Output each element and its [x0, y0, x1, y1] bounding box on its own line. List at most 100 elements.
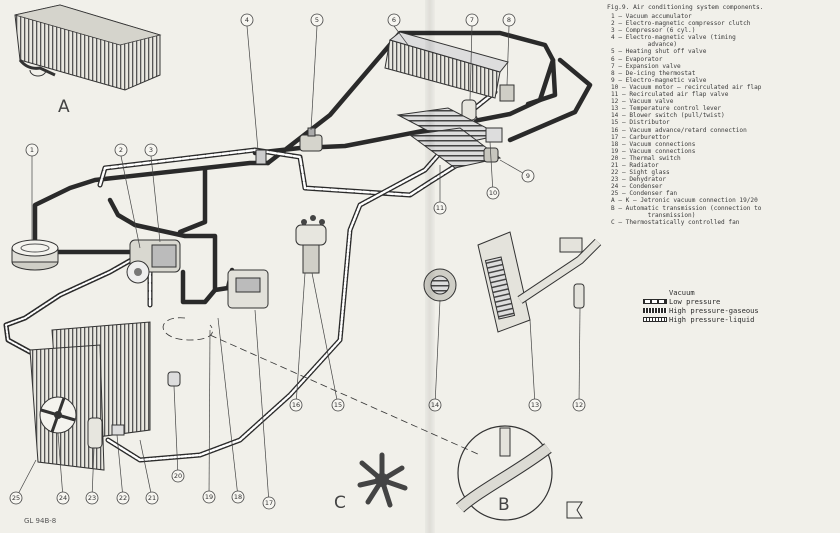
- line-label: Low pressure: [669, 297, 721, 306]
- component-item: 15 – Distributor: [611, 119, 670, 127]
- component-item: C – Thermostatically controlled fan: [611, 218, 740, 226]
- line-label: High pressure-liquid: [669, 315, 755, 324]
- component-item: 19 – Vacuum connections: [611, 147, 696, 155]
- callout-numbers: 1 2 3 4 5 6 7 8 9 10 11 12 13 14 15 16 1…: [12, 16, 583, 507]
- inset-b-transmission: [455, 425, 553, 521]
- dehydrator: [87, 417, 103, 449]
- callout-label-25: 25: [12, 494, 20, 502]
- callout-label-16: 16: [292, 401, 300, 409]
- callouts: [9, 13, 586, 510]
- inset-letter-a: A: [58, 97, 70, 117]
- callout-10: [486, 186, 500, 200]
- distributor: [295, 215, 327, 274]
- callout-12: [572, 398, 586, 412]
- callout-label-1: 1: [30, 146, 34, 154]
- callout-21: [145, 491, 159, 505]
- callout-label-15: 15: [334, 401, 342, 409]
- callout-label-8: 8: [507, 16, 511, 24]
- component-item: 5 – Heating shut off valve: [611, 48, 707, 56]
- component-item: 21 – Radiator: [611, 161, 659, 169]
- callout-label-2: 2: [119, 146, 123, 154]
- de-icing-thermostat: [499, 84, 515, 102]
- callout-label-4: 4: [245, 16, 249, 24]
- callout-17: [262, 496, 276, 510]
- recirculated-air-flap-valve: [396, 107, 502, 169]
- carburettor: [227, 269, 269, 309]
- component-item: 2 – Electro-magnetic compressor clutch: [611, 20, 751, 28]
- component-item: transmission): [611, 211, 696, 219]
- callout-label-6: 6: [392, 16, 396, 24]
- thermal-switch: [167, 371, 181, 387]
- component-item: 1 – Vacuum accumulator: [611, 13, 692, 20]
- callout-24: [56, 491, 70, 505]
- component-item: A – K – Jetronic vacuum connection 19/20: [611, 197, 758, 205]
- component-item: 10 – Vacuum motor – recirculated air fla…: [611, 83, 762, 91]
- page-fold: [425, 0, 435, 533]
- callout-label-18: 18: [234, 493, 242, 501]
- leader-lines: [15, 25, 581, 504]
- callout-label-10: 10: [489, 189, 497, 197]
- callout-label-21: 21: [148, 494, 156, 502]
- callout-5: [310, 13, 324, 27]
- high-pressure-gaseous-lines: [3, 252, 143, 355]
- callout-25: [9, 491, 23, 505]
- line-legend-row: High pressure-liquid: [643, 315, 833, 324]
- inset-letter-b: B: [498, 495, 510, 515]
- callout-label-13: 13: [531, 401, 539, 409]
- component-item: 14 – Blower switch (pull/twist): [611, 112, 725, 120]
- line-label: High pressure-gaseous: [669, 306, 759, 315]
- line-sample-low: [643, 299, 667, 304]
- high-pressure-liquid-lines: [105, 115, 478, 463]
- callout-8: [502, 13, 516, 27]
- dashed-routes: [162, 317, 481, 456]
- temperature-control-lever: [517, 237, 602, 304]
- line-legend-row: High pressure-gaseous: [643, 306, 833, 315]
- callout-16: [289, 398, 303, 412]
- vacuum-valve: [573, 283, 585, 309]
- callout-label-23: 23: [88, 494, 96, 502]
- component-item: 11 – Recirculated air flap valve: [611, 91, 729, 99]
- component-item: 6 – Evaporator: [611, 55, 663, 63]
- component-item: 7 – Expansion valve: [611, 62, 681, 70]
- component-legend: Fig.9. Air conditioning system component…: [607, 4, 837, 254]
- callout-label-17: 17: [265, 499, 273, 507]
- component-item: 22 – Sight glass: [611, 169, 670, 177]
- callout-11: [433, 201, 447, 215]
- callout-label-22: 22: [119, 494, 127, 502]
- inset-a-kjetronic: [14, 4, 162, 91]
- component-item: 23 – Dehydrator: [611, 176, 667, 184]
- component-item: 4 – Electro-magnetic valve (timing: [611, 34, 736, 42]
- component-item: 25 – Condenser fan: [611, 190, 678, 198]
- line-sample-vacuum: [643, 290, 667, 295]
- component-item: advance): [611, 41, 678, 49]
- inset-c-fan: [357, 452, 408, 508]
- component-item: 9 – Electro-magnetic valve: [611, 76, 707, 84]
- callout-label-24: 24: [59, 494, 67, 502]
- blower-switch: [423, 268, 457, 302]
- temperature-control-panel: [477, 231, 531, 333]
- component-item: B – Automatic transmission (connection t…: [611, 204, 762, 212]
- figure-code: GL 94B-8: [24, 517, 57, 525]
- compressor: [126, 239, 181, 284]
- callout-2: [114, 143, 128, 157]
- callout-label-19: 19: [205, 493, 213, 501]
- callout-1: [25, 143, 39, 157]
- component-item: 8 – De-icing thermostat: [611, 69, 696, 77]
- callout-9: [521, 169, 535, 183]
- electro-magnetic-valve-timing: [255, 149, 267, 165]
- callout-label-14: 14: [431, 401, 439, 409]
- callout-7: [465, 13, 479, 27]
- callout-label-11: 11: [436, 204, 444, 212]
- component-item: 12 – Vacuum valve: [611, 98, 674, 106]
- callout-15: [331, 398, 345, 412]
- callout-13: [528, 398, 542, 412]
- callout-label-20: 20: [174, 472, 182, 480]
- component-item: 18 – Vacuum connections: [611, 140, 696, 148]
- callout-4: [240, 13, 254, 27]
- callout-label-3: 3: [149, 146, 153, 154]
- component-item: 16 – Vacuum advance/retard connection: [611, 126, 747, 134]
- callout-3: [144, 143, 158, 157]
- line-legend-row: Low pressure: [643, 297, 833, 306]
- condenser-fan: [39, 396, 77, 434]
